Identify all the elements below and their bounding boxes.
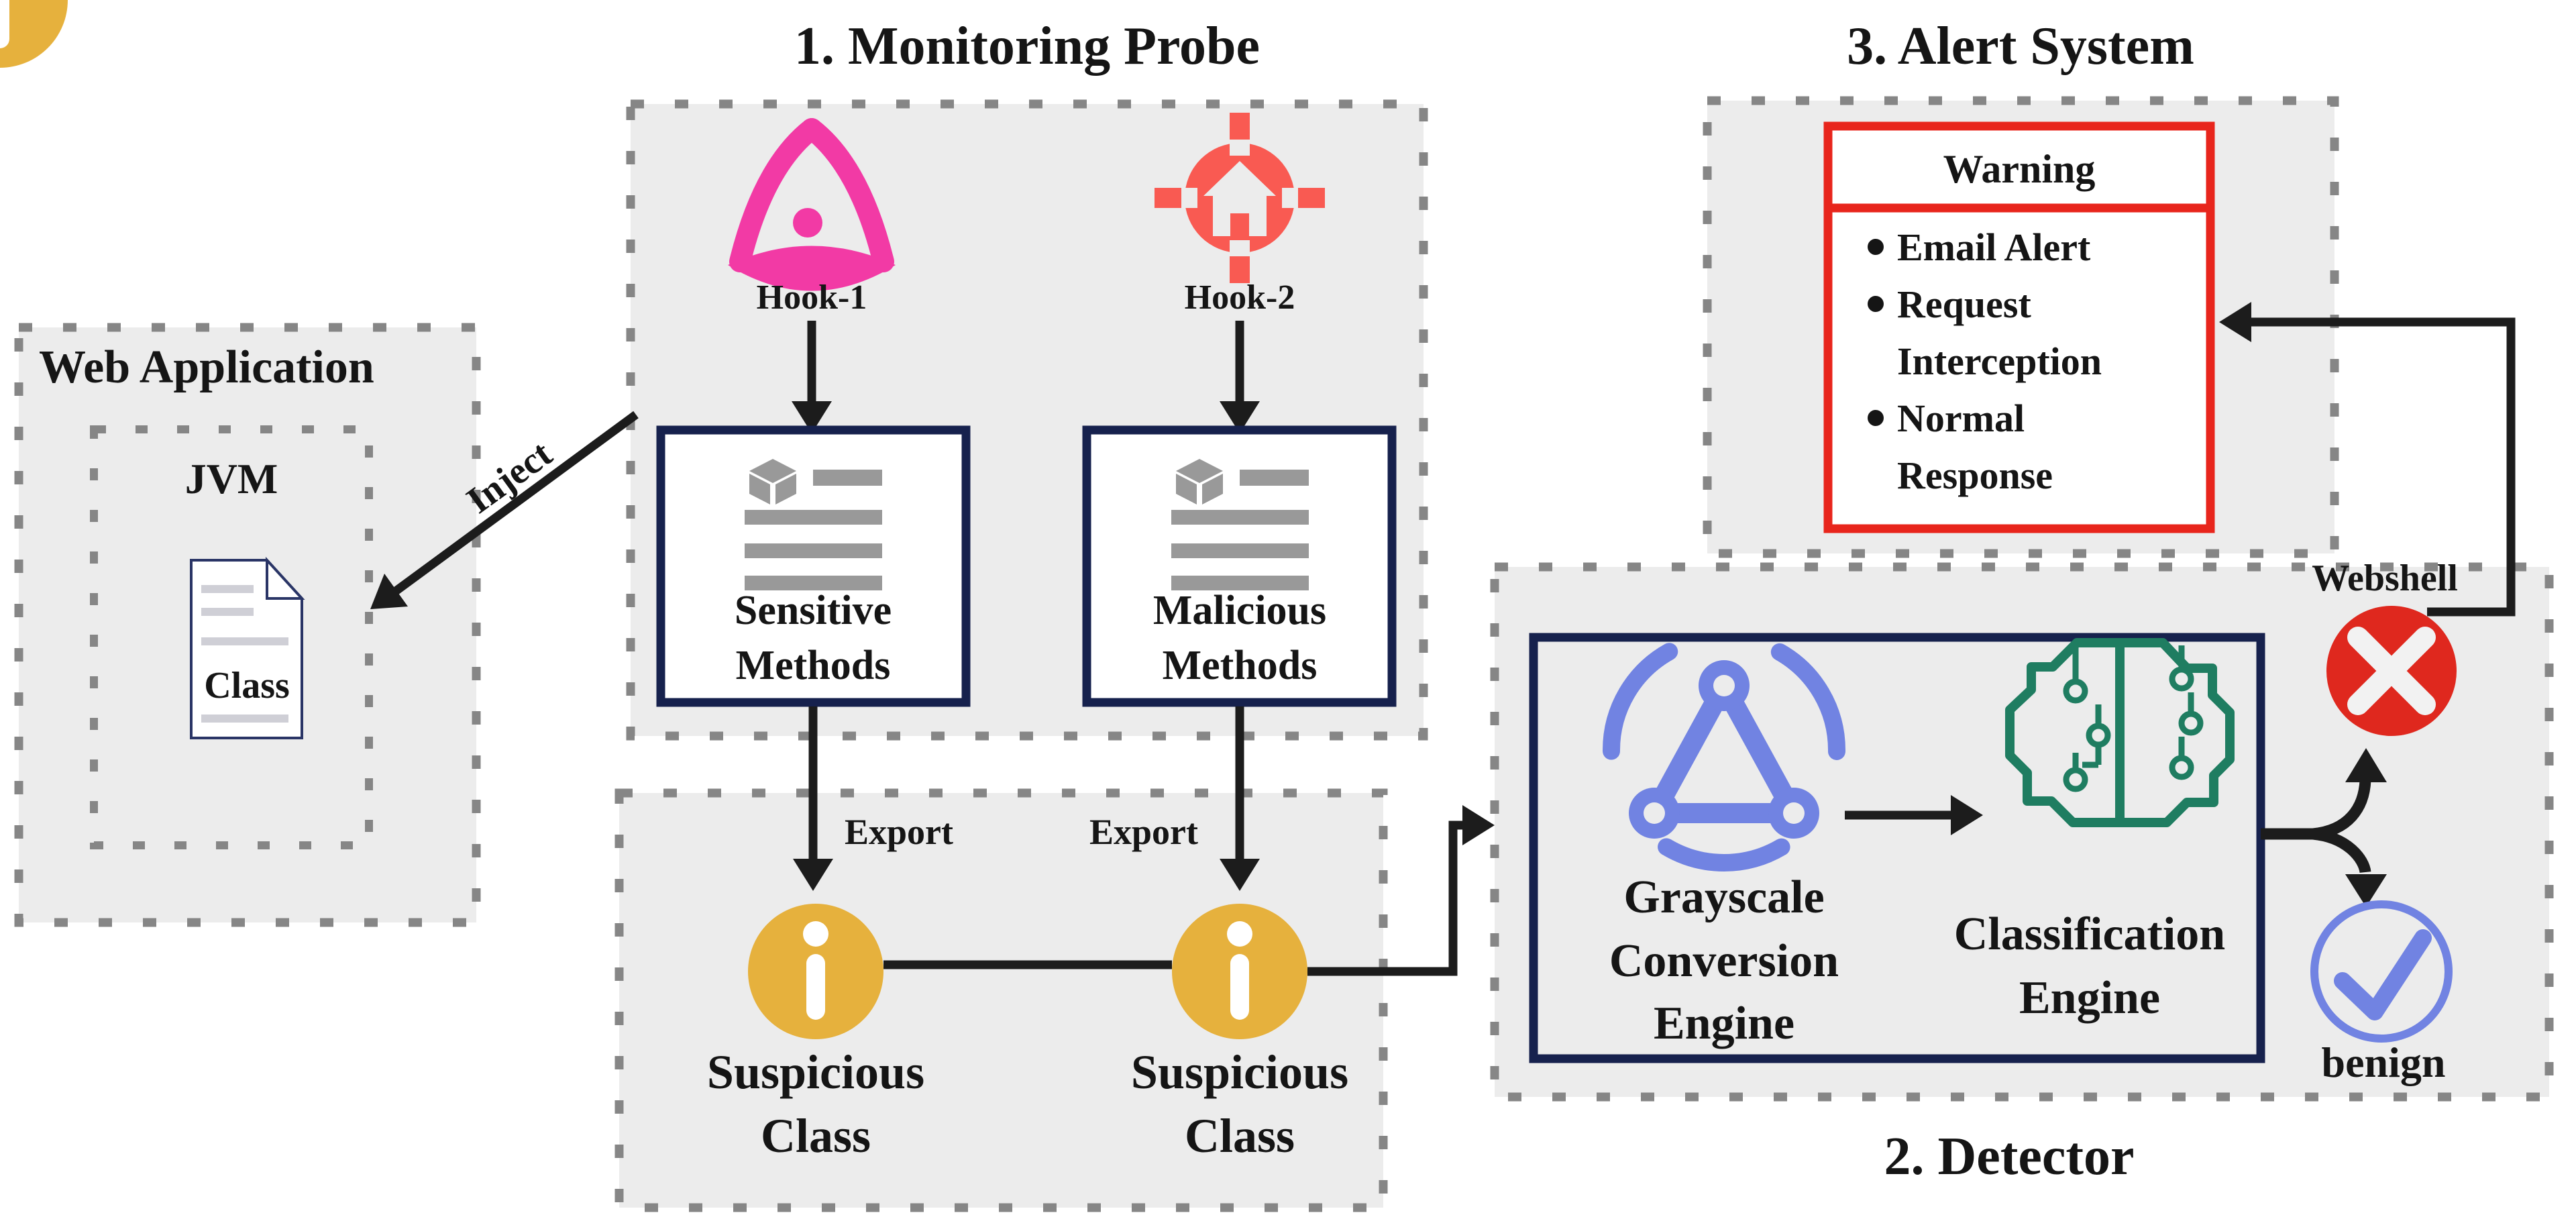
jvm-label: JVM — [185, 455, 278, 503]
inject-arrow — [370, 411, 639, 609]
warning-title: Warning — [1943, 147, 2096, 191]
suspicious-right-line1: Suspicious — [1131, 1045, 1348, 1099]
detector-engines-box — [1529, 633, 2265, 1063]
malicious-methods-line1: Malicious — [1153, 588, 1326, 633]
warning-box — [1823, 121, 2215, 533]
result-fork-arrows — [2261, 748, 2387, 907]
triangle-probe-icon — [728, 118, 896, 291]
malicious-methods-box — [1082, 425, 1397, 707]
class-label: Class — [204, 665, 290, 706]
sensitive-methods-line1: Sensitive — [735, 588, 892, 633]
warning-item-line2: Request — [1897, 282, 2031, 326]
grayscale-engine-line1: Grayscale — [1623, 871, 1824, 923]
sensitive-export-arrow — [793, 706, 833, 891]
network-triangle-icon — [1603, 629, 1845, 871]
warning-item-line3: Interception — [1897, 339, 2102, 383]
grayscale-to-classification-arrow — [1845, 795, 1983, 835]
warning-item-line5: Response — [1897, 454, 2053, 497]
web-application-title: Web Application — [39, 341, 374, 393]
classification-engine-line2: Engine — [2019, 972, 2160, 1024]
sensitive-methods-line2: Methods — [736, 643, 891, 688]
suspicious-left-line1: Suspicious — [707, 1045, 924, 1099]
webshell-label: Webshell — [2312, 558, 2458, 599]
grayscale-engine-line2: Conversion — [1609, 935, 1839, 987]
target-home-icon — [1155, 113, 1325, 283]
suspicious-left-line2: Class — [761, 1109, 871, 1163]
bullet-dot — [1868, 296, 1884, 312]
export-label-left: Export — [845, 812, 953, 852]
document-icon — [190, 556, 305, 739]
hook2-label: Hook-2 — [1185, 278, 1295, 317]
jvm-panel — [90, 425, 373, 849]
circuit-brain-icon — [2005, 638, 2235, 827]
webshell-to-alert-arrow — [2219, 302, 2516, 617]
suspicious-right-line2: Class — [1185, 1109, 1295, 1163]
info-circle-icon — [0, 0, 68, 68]
hook1-label: Hook-1 — [757, 278, 867, 317]
alert-system-title: 3. Alert System — [1847, 17, 2194, 76]
malicious-methods-line2: Methods — [1163, 643, 1318, 688]
info-circle-icon — [1172, 904, 1307, 1039]
info-circle-icon — [748, 904, 883, 1039]
bullet-dot — [1868, 410, 1884, 426]
detector-title: 2. Detector — [1884, 1127, 2134, 1186]
export-label-right: Export — [1089, 812, 1198, 852]
class-listing-icon — [745, 459, 882, 590]
benign-label: benign — [2322, 1039, 2446, 1086]
grayscale-engine-line3: Engine — [1654, 998, 1794, 1049]
warning-item-line4: Normal — [1897, 397, 2025, 440]
bullet-dot — [1868, 239, 1884, 255]
warning-item-line1: Email Alert — [1897, 225, 2091, 269]
monitoring-probe-title: 1. Monitoring Probe — [794, 17, 1260, 76]
hook2-to-malicious-arrow — [1220, 321, 1260, 433]
classification-engine-line1: Classification — [1954, 908, 2225, 960]
malicious-export-arrow — [1220, 706, 1260, 891]
suspicious-to-detector-arrow — [1307, 805, 1495, 976]
check-circle-icon — [2310, 900, 2453, 1043]
hook1-to-sensitive-arrow — [792, 321, 832, 433]
cross-circle-icon — [2326, 606, 2457, 736]
